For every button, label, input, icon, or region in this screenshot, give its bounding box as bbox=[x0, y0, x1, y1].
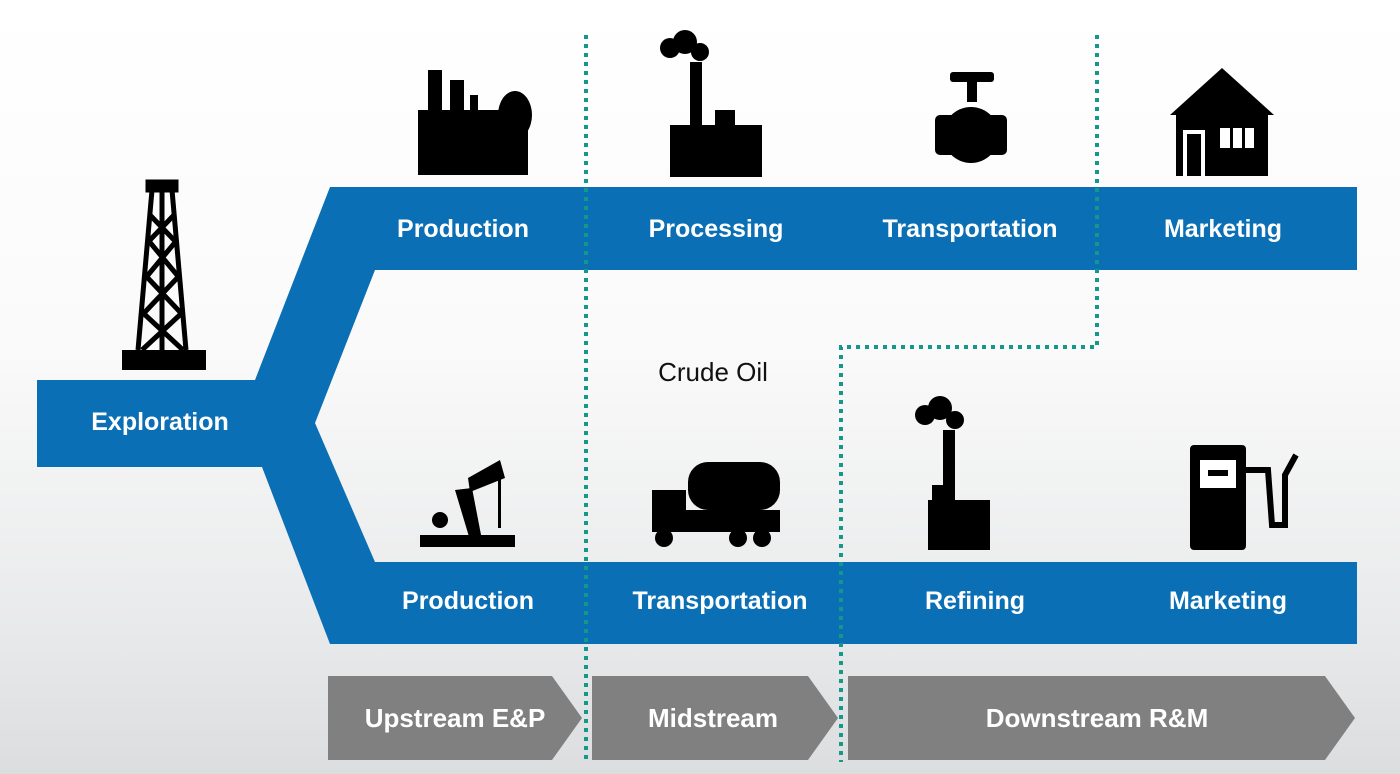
gas-production-label: Production bbox=[397, 215, 529, 243]
exploration-label: Exploration bbox=[91, 408, 229, 436]
tanker-truck-icon bbox=[652, 462, 780, 547]
stage-arrow-upstream bbox=[328, 676, 582, 760]
stage-upstream-label: Upstream E&P bbox=[364, 703, 546, 733]
house-icon bbox=[1170, 68, 1274, 176]
oil-production-label: Production bbox=[402, 587, 534, 615]
gas-processing-label: Processing bbox=[648, 215, 784, 243]
value-chain-branches bbox=[37, 187, 1357, 644]
stage-downstream-label: Downstream R&M bbox=[985, 703, 1209, 733]
oil-derrick-icon bbox=[122, 179, 206, 370]
gas-plant-icon bbox=[418, 70, 532, 175]
divider-midstream-downstream bbox=[839, 35, 1099, 762]
refinery-icon bbox=[915, 396, 990, 550]
oil-marketing-label: Marketing bbox=[1168, 587, 1288, 615]
pumpjack-icon bbox=[420, 460, 515, 547]
stage-midstream-label: Midstream bbox=[647, 703, 779, 733]
fuel-pump-icon bbox=[1190, 445, 1299, 550]
oil-refining-label: Refining bbox=[925, 587, 1025, 615]
processing-plant-icon bbox=[660, 30, 762, 177]
crude-oil-label: Crude Oil bbox=[658, 357, 768, 387]
stage-arrow-midstream bbox=[592, 676, 838, 760]
gas-marketing-label: Marketing bbox=[1163, 215, 1283, 243]
gas-transportation-label: Transportation bbox=[882, 215, 1058, 243]
pipeline-valve-icon bbox=[935, 72, 1007, 163]
oil-transportation-label: Transportation bbox=[632, 587, 808, 615]
stage-arrow-downstream bbox=[848, 676, 1355, 760]
